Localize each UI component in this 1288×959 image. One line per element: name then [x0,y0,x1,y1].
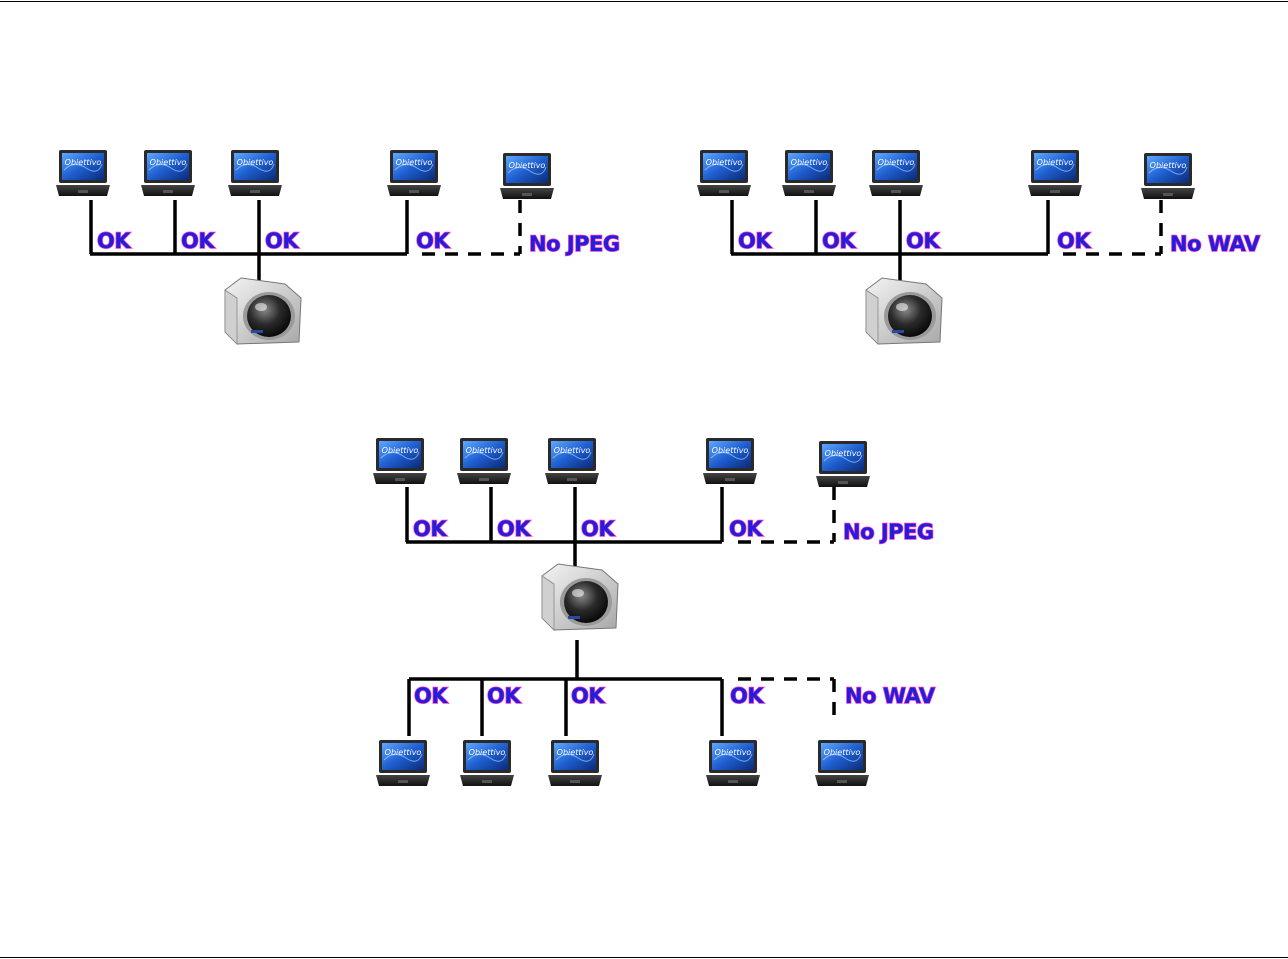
laptop-screen-brand: Obiettivo [824,748,861,757]
laptop-screen-brand: Obiettivo [469,748,506,757]
laptop-screen-brand: Obiettivo [715,748,752,757]
status-ok-label: OK [265,229,299,253]
status-fail-label: No WAV [845,684,936,708]
laptop-icon [548,740,602,786]
laptop-icon [376,740,430,786]
laptop-screen-brand: Obiettivo [1037,158,1074,167]
laptop-icon [816,441,870,487]
status-ok-label: OK [822,229,856,253]
status-ok-label: OK [97,229,131,253]
laptop-screen-brand: Obiettivo [554,446,591,455]
status-ok-label: OK [181,229,215,253]
status-ok-label: OK [497,517,531,541]
laptop-screen-brand: Obiettivo [791,158,828,167]
status-ok-label: OK [906,229,940,253]
status-ok-label: OK [571,684,605,708]
laptop-icon [373,438,427,484]
laptop-icon [869,150,923,196]
status-ok-label: OK [729,517,763,541]
status-fail-label: No WAV [1170,232,1261,256]
laptop-icon [141,150,195,196]
laptop-screen-brand: Obiettivo [396,158,433,167]
laptop-screen-brand: Obiettivo [509,161,546,170]
laptop-screen-brand: Obiettivo [466,446,503,455]
laptop-icon [1141,153,1195,199]
laptop-icon [1028,150,1082,196]
status-ok-label: OK [487,684,521,708]
laptop-screen-brand: Obiettivo [1150,161,1187,170]
dome-camera-icon [866,278,942,344]
laptop-icon [500,153,554,199]
status-ok-label: OK [730,684,764,708]
dome-camera-icon [225,278,301,344]
status-ok-label: OK [1057,229,1091,253]
laptop-icon [706,740,760,786]
laptop-screen-brand: Obiettivo [557,748,594,757]
status-ok-label: OK [416,229,450,253]
laptop-screen-brand: Obiettivo [65,158,102,167]
status-ok-label: OK [738,229,772,253]
laptop-icon [460,740,514,786]
laptop-icon [387,150,441,196]
laptop-screen-brand: Obiettivo [825,449,862,458]
laptop-icon [545,438,599,484]
laptop-screen-brand: Obiettivo [150,158,187,167]
laptop-icon [782,150,836,196]
laptop-icon [703,438,757,484]
laptop-screen-brand: Obiettivo [382,446,419,455]
status-ok-label: OK [581,517,615,541]
laptop-screen-brand: Obiettivo [878,158,915,167]
laptop-icon [457,438,511,484]
dome-camera-icon [542,564,618,630]
status-ok-label: OK [414,684,448,708]
network-2: Obiettivo Obiettivo Obiettivo Obiettivo Obie… [697,150,1261,344]
network-1: Obiettivo Obiettivo Obiettivo Obiettivo Obie… [56,150,620,344]
laptop-screen-brand: Obiettivo [706,158,743,167]
status-ok-label: OK [413,517,447,541]
laptop-screen-brand: Obiettivo [385,748,422,757]
laptop-icon [815,740,869,786]
laptop-icon [228,150,282,196]
status-fail-label: No JPEG [529,232,620,256]
laptop-screen-brand: Obiettivo [237,158,274,167]
laptop-screen-brand: Obiettivo [712,446,749,455]
laptop-icon [56,150,110,196]
status-fail-label: No JPEG [843,520,934,544]
laptop-icon [697,150,751,196]
